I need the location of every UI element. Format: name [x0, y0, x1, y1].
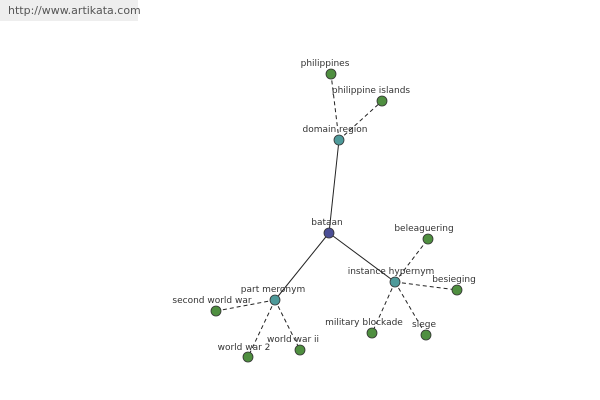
node-label-siege[interactable]: siege	[412, 320, 436, 330]
node-besieging[interactable]	[451, 284, 463, 296]
node-label-part-meronym[interactable]: part meronym	[241, 285, 305, 295]
node-label-beleaguering[interactable]: beleaguering	[394, 224, 453, 234]
edge-domain-region-to-philippine-islands	[338, 100, 383, 141]
edge-instance-hypernym-to-siege	[394, 281, 427, 336]
edge-instance-hypernym-to-beleaguering	[394, 238, 429, 283]
node-beleaguering[interactable]	[422, 233, 434, 245]
edge-instance-hypernym-to-military-blockade	[371, 281, 396, 334]
node-instance-hypernym[interactable]	[389, 276, 401, 288]
node-label-besieging[interactable]: besieging	[432, 275, 476, 285]
site-url[interactable]: http://www.artikata.com	[8, 4, 141, 17]
edge-instance-hypernym-to-besieging	[394, 281, 458, 291]
edge-part-meronym-to-second-world-war	[215, 299, 276, 312]
node-label-domain-region[interactable]: domain region	[302, 125, 367, 135]
node-label-instance-hypernym[interactable]: instance hypernym	[348, 267, 435, 277]
node-label-philippines[interactable]: philippines	[301, 59, 350, 69]
node-siege[interactable]	[420, 329, 432, 341]
node-label-military-blockade[interactable]: military blockade	[325, 318, 403, 328]
node-part-meronym[interactable]	[269, 294, 281, 306]
node-bataan[interactable]	[323, 227, 335, 239]
edge-part-meronym-to-world-war-2	[247, 299, 276, 358]
node-philippines[interactable]	[325, 68, 337, 80]
node-label-world-war-ii[interactable]: world war ii	[267, 335, 319, 345]
node-label-world-war-2[interactable]: world war 2	[218, 343, 271, 353]
node-label-philippine-islands[interactable]: philippine islands	[332, 86, 411, 96]
graph-edges	[215, 73, 458, 358]
node-domain-region[interactable]	[333, 134, 345, 146]
node-label-second-world-war[interactable]: second world war	[172, 296, 251, 306]
node-world-war-2[interactable]	[242, 351, 254, 363]
edge-bataan-to-instance-hypernym	[328, 232, 396, 283]
node-philippine-islands[interactable]	[376, 95, 388, 107]
node-second-world-war[interactable]	[210, 305, 222, 317]
url-bar: http://www.artikata.com	[0, 0, 141, 21]
node-world-war-ii[interactable]	[294, 344, 306, 356]
graph-nodes	[210, 68, 463, 363]
node-label-bataan[interactable]: bataan	[311, 218, 343, 228]
edge-bataan-to-part-meronym	[274, 232, 330, 301]
node-military-blockade[interactable]	[366, 327, 378, 339]
graph-labels: bataan domain region part meronym instance …	[172, 59, 475, 353]
edge-bataan-to-domain-region	[328, 139, 340, 234]
edge-part-meronym-to-world-war-ii	[274, 299, 301, 351]
